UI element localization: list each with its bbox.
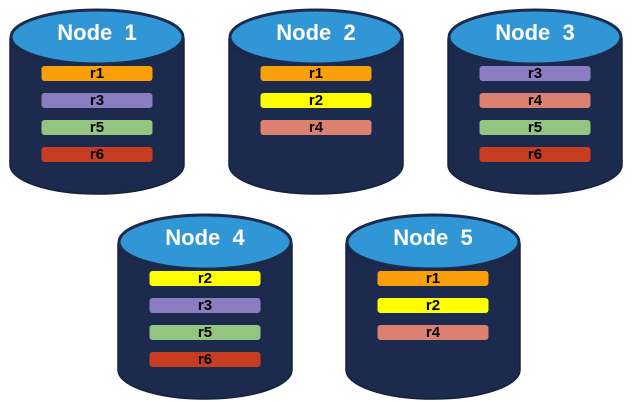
cylinder-top bbox=[228, 8, 404, 66]
replica-list: r1 r2 r4 bbox=[259, 65, 373, 136]
node-title: Node 1 bbox=[57, 20, 137, 45]
replica-bar-r3: r3 bbox=[478, 65, 592, 82]
node-1: Node 1 r1 r3 r5 r6 bbox=[8, 8, 186, 196]
node-4: Node 4 r2 r3 r5 r6 bbox=[116, 213, 294, 401]
replica-list: r2 r3 r5 r6 bbox=[148, 270, 262, 368]
replica-bar-r4: r4 bbox=[259, 119, 373, 136]
replica-bar-r5: r5 bbox=[478, 119, 592, 136]
replica-label: r1 bbox=[425, 270, 441, 287]
replica-label: r6 bbox=[197, 351, 213, 368]
replica-bar-r5: r5 bbox=[40, 119, 154, 136]
replica-label: r4 bbox=[425, 324, 441, 341]
replica-label: r6 bbox=[89, 146, 105, 163]
replica-label: r3 bbox=[89, 92, 105, 109]
replica-label: r3 bbox=[197, 297, 213, 314]
replica-label: r5 bbox=[197, 324, 213, 341]
node-3: Node 3 r3 r4 r5 r6 bbox=[446, 8, 624, 196]
replica-label: r5 bbox=[527, 119, 543, 136]
cylinder-top bbox=[117, 213, 293, 271]
node-2: Node 2 r1 r2 r4 bbox=[227, 8, 405, 196]
node-row-2: Node 4 r2 r3 r5 r6 Node 5 r1 r2 r4 bbox=[0, 213, 638, 401]
replica-bar-r2: r2 bbox=[259, 92, 373, 109]
node-5: Node 5 r1 r2 r4 bbox=[344, 213, 522, 401]
replica-bar-r3: r3 bbox=[148, 297, 262, 314]
replica-bar-r1: r1 bbox=[259, 65, 373, 82]
replica-bar-r2: r2 bbox=[376, 297, 490, 314]
replica-bar-r4: r4 bbox=[376, 324, 490, 341]
node-title: Node 3 bbox=[495, 20, 575, 45]
replica-label: r6 bbox=[527, 146, 543, 163]
cylinder-top bbox=[447, 8, 623, 66]
replica-bar-r4: r4 bbox=[478, 92, 592, 109]
replica-bar-r3: r3 bbox=[40, 92, 154, 109]
replica-label: r1 bbox=[89, 65, 105, 82]
cylinder-top bbox=[9, 8, 185, 66]
replica-bar-r2: r2 bbox=[148, 270, 262, 287]
replica-label: r4 bbox=[527, 92, 543, 109]
replica-bar-r1: r1 bbox=[376, 270, 490, 287]
replica-label: r5 bbox=[89, 119, 105, 136]
replica-label: r1 bbox=[308, 65, 324, 82]
replica-bar-r6: r6 bbox=[40, 146, 154, 163]
replica-label: r2 bbox=[308, 92, 324, 109]
node-title: Node 5 bbox=[393, 225, 473, 250]
replica-bar-r1: r1 bbox=[40, 65, 154, 82]
replica-label: r3 bbox=[527, 65, 543, 82]
replica-bar-r6: r6 bbox=[148, 351, 262, 368]
replica-bar-r5: r5 bbox=[148, 324, 262, 341]
replica-label: r4 bbox=[308, 119, 324, 136]
node-title: Node 2 bbox=[276, 20, 356, 45]
replica-list: r3 r4 r5 r6 bbox=[478, 65, 592, 163]
replica-label: r2 bbox=[425, 297, 441, 314]
replica-list: r1 r3 r5 r6 bbox=[40, 65, 154, 163]
node-title: Node 4 bbox=[165, 225, 245, 250]
replica-list: r1 r2 r4 bbox=[376, 270, 490, 341]
replica-label: r2 bbox=[197, 270, 213, 287]
replica-bar-r6: r6 bbox=[478, 146, 592, 163]
cylinder-top bbox=[345, 213, 521, 271]
